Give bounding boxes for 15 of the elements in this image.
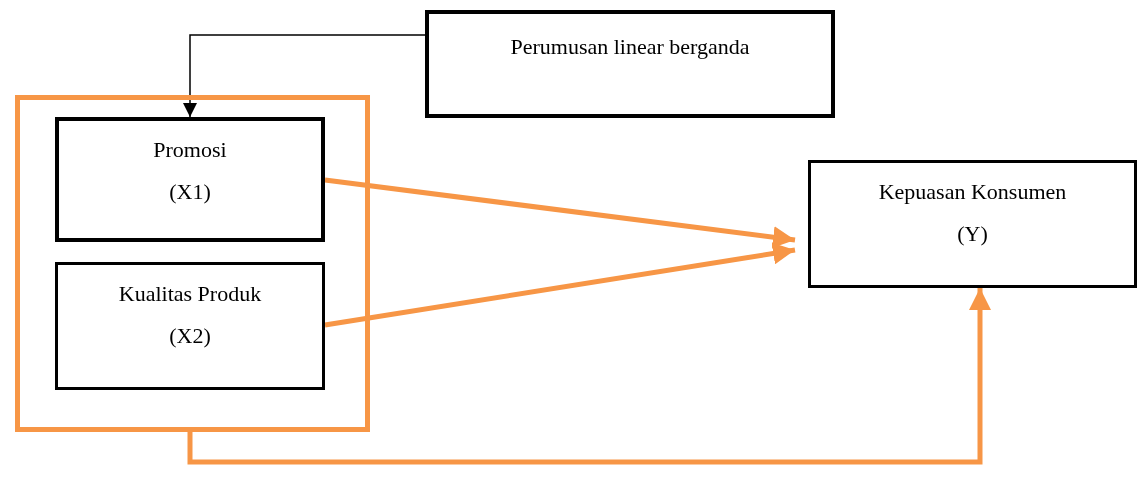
variable-code: (X1)	[169, 179, 211, 205]
node-label: Kualitas Produk	[118, 281, 262, 307]
node-label: Kepuasan Konsumen	[878, 179, 1067, 205]
arrow	[324, 242, 796, 328]
arrow	[187, 288, 991, 465]
node-label: Promosi	[153, 137, 227, 163]
node-label: Perumusan linear berganda	[510, 34, 750, 60]
variable-code: (X2)	[169, 323, 211, 349]
arrow	[183, 34, 426, 118]
variable-box	[55, 117, 325, 242]
variable-box	[808, 160, 1137, 288]
variable-code: (Y)	[957, 221, 988, 247]
variable-box	[55, 262, 325, 390]
process-box	[425, 10, 835, 118]
group-frame	[15, 95, 370, 432]
